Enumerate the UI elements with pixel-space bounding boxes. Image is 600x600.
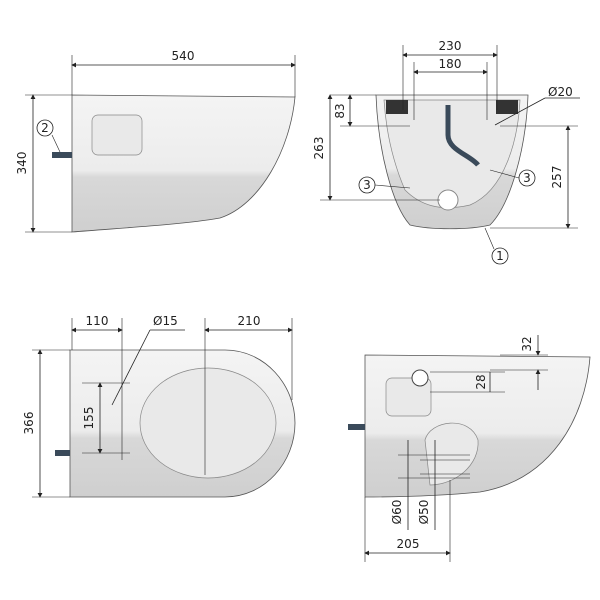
dim-left-height: 263 xyxy=(312,137,326,160)
dim-right-height: 257 xyxy=(550,166,564,189)
fixing-left xyxy=(386,100,408,114)
callout-circle xyxy=(518,169,536,187)
callout-1: 1 xyxy=(496,249,504,263)
callout-3-left: 3 xyxy=(363,178,371,192)
dim-top-offset: 32 xyxy=(520,336,534,351)
side-view: 540 340 2 xyxy=(15,49,296,233)
dim-right-offset: 210 xyxy=(238,314,261,328)
dim-diameter: Ø15 xyxy=(153,314,178,328)
dim-diameter: Ø20 xyxy=(548,85,573,99)
back-view: 230 180 Ø20 83 263 257 3 3 1 xyxy=(312,39,580,265)
dim-outlet-inner: Ø50 xyxy=(417,500,431,525)
callout-circle xyxy=(491,247,509,265)
pipe-stub xyxy=(55,450,70,456)
dim-top-offset: 83 xyxy=(333,103,347,118)
flush-panel xyxy=(385,377,432,417)
bowl xyxy=(139,367,277,479)
dim-left-offset: 110 xyxy=(86,314,109,328)
callout-3-right: 3 xyxy=(523,171,531,185)
dim-spacing: 155 xyxy=(82,407,96,430)
dim-outlet-outer: Ø60 xyxy=(390,500,404,525)
fixing-right xyxy=(496,100,518,114)
dim-outlet-distance: 205 xyxy=(397,537,420,551)
outlet xyxy=(437,189,459,211)
dim-height: 340 xyxy=(15,152,29,175)
dim-inner-width: 180 xyxy=(439,57,462,71)
water-inlet-pipe xyxy=(445,105,480,167)
inlet xyxy=(411,369,429,387)
pipe-stub xyxy=(52,152,72,158)
section-view: 32 28 Ø60 Ø50 205 xyxy=(348,335,591,562)
dim-width: 540 xyxy=(172,49,195,63)
callout-circle xyxy=(36,119,54,137)
callout-circle xyxy=(358,176,376,194)
outlet-section xyxy=(424,422,479,486)
flush-panel xyxy=(91,114,143,156)
callout-2: 2 xyxy=(41,121,49,135)
dim-inlet-height: 28 xyxy=(474,374,488,389)
top-view: 110 Ø15 210 366 155 xyxy=(22,314,296,498)
dim-outer-width: 230 xyxy=(439,39,462,53)
dim-depth: 366 xyxy=(22,412,36,435)
pipe-stub xyxy=(348,424,365,430)
